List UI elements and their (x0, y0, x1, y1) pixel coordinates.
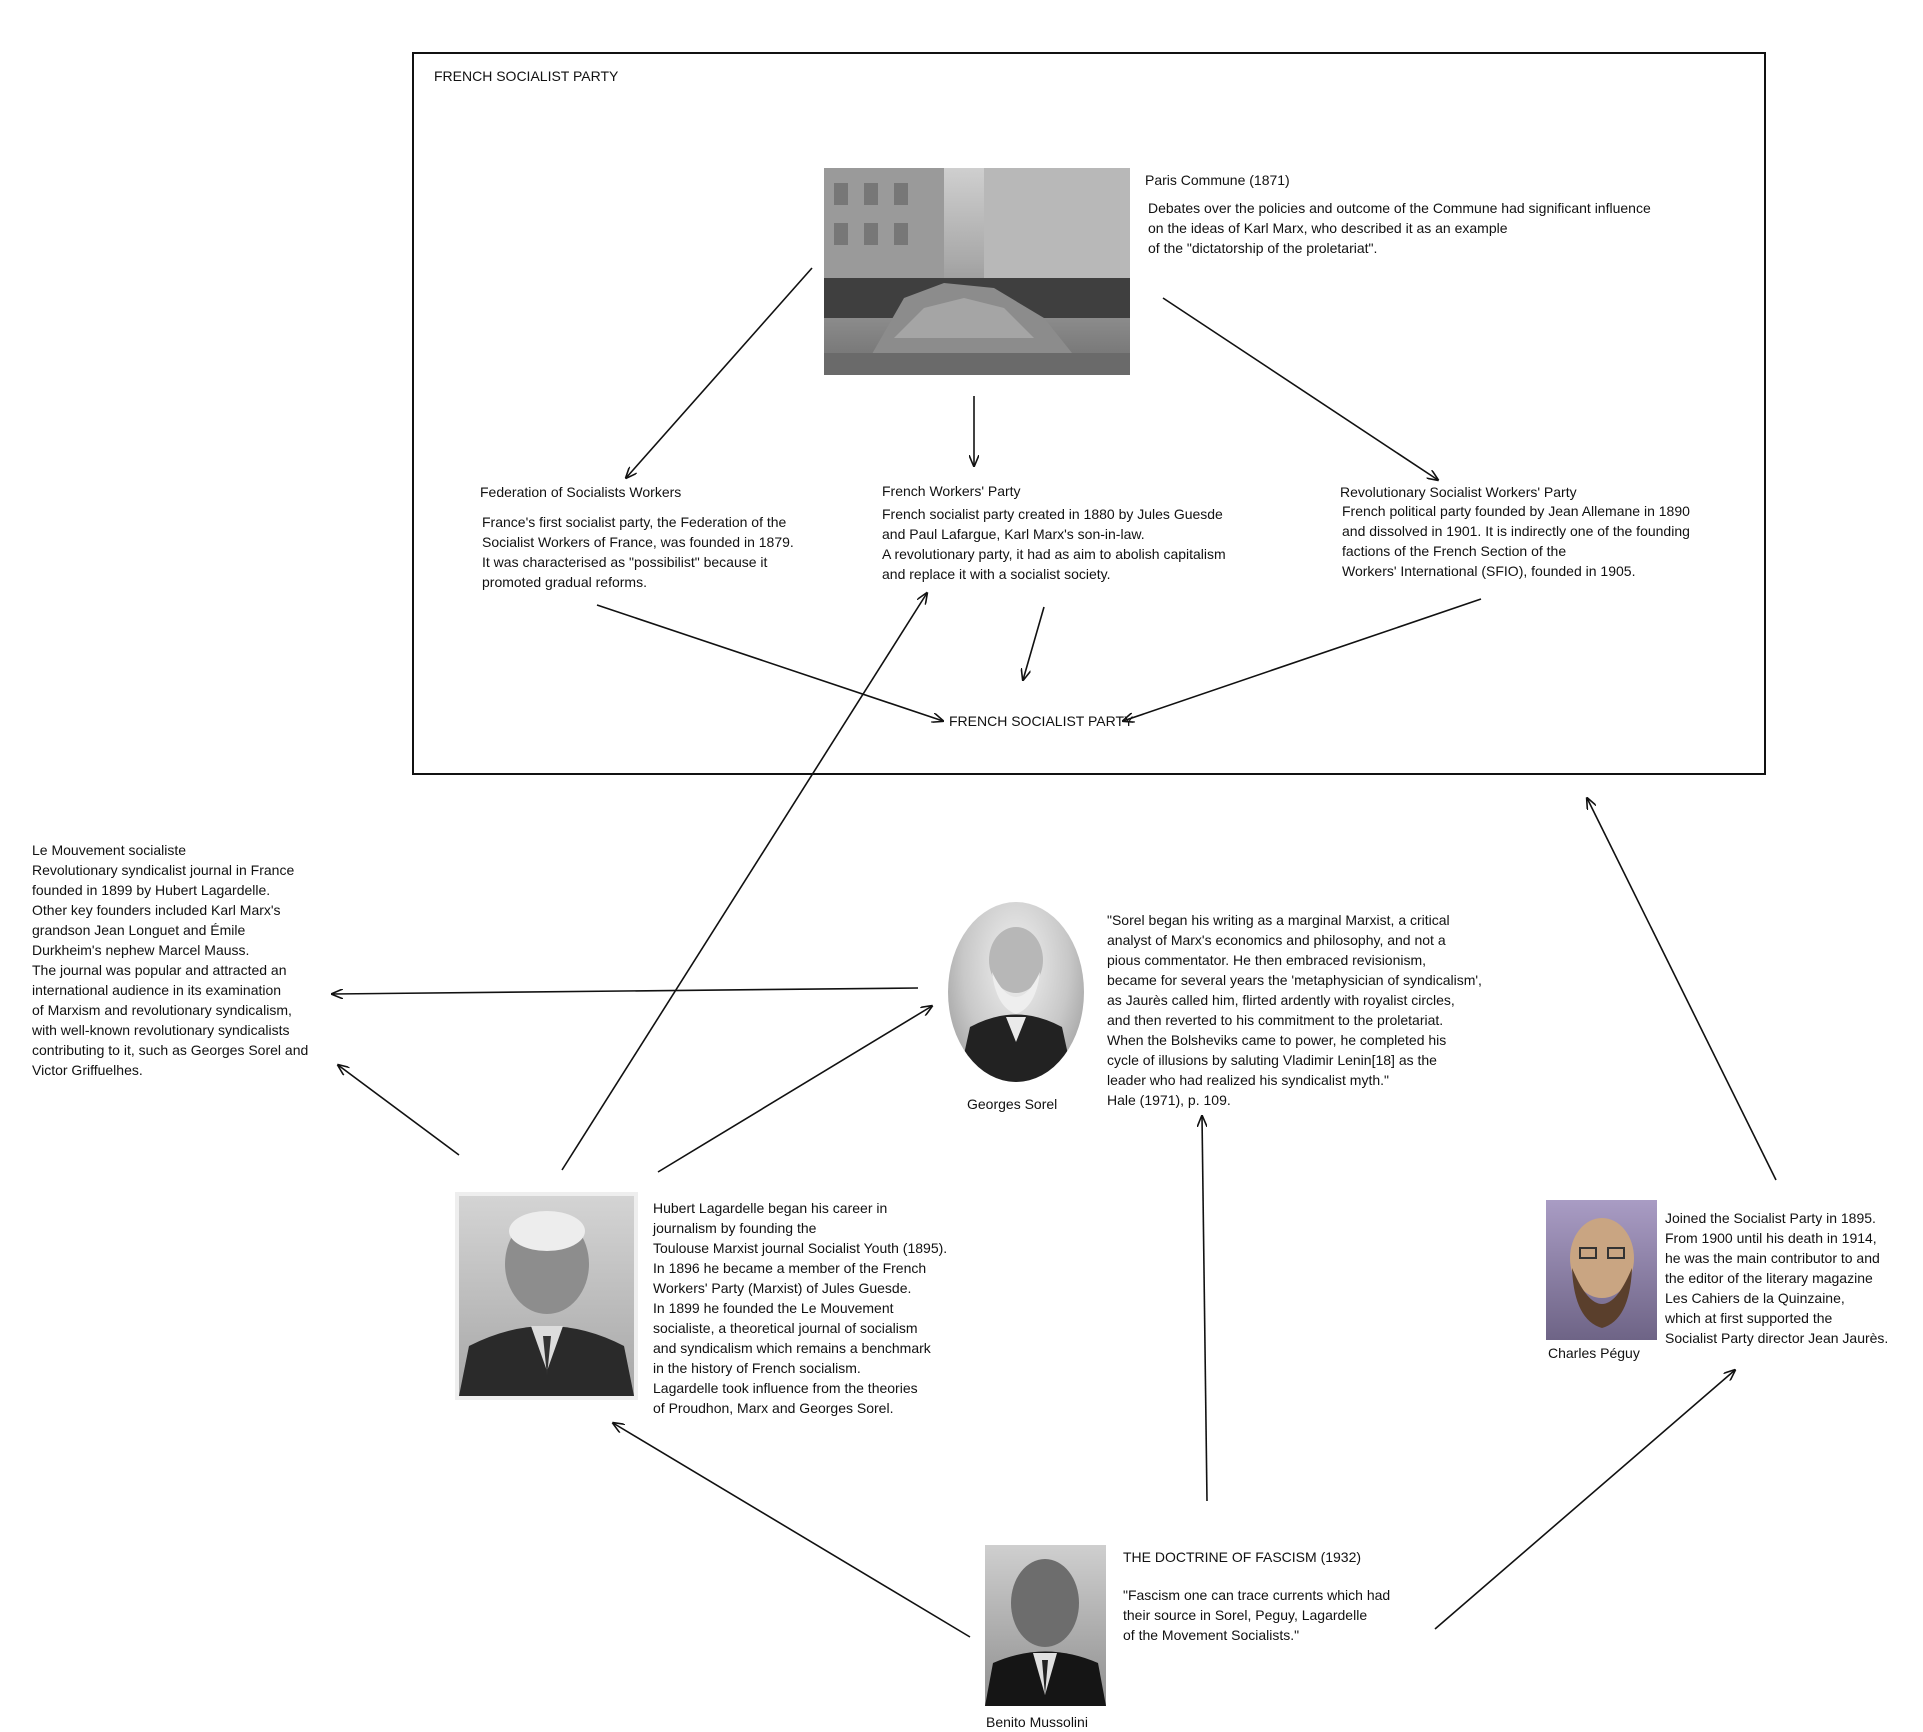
fsw-text: France's first socialist party, the Fede… (482, 514, 794, 590)
rswp-text: French political party founded by Jean A… (1342, 503, 1690, 579)
fsp-node-label: FRENCH SOCIALIST PARTY (949, 713, 1134, 729)
rswp-title: Revolutionary Socialist Workers' Party (1340, 484, 1577, 500)
georges-sorel-caption: Georges Sorel (967, 1096, 1058, 1112)
arrow-mussolini-to-lagardelle (613, 1423, 971, 1638)
benito-mussolini-portrait (985, 1545, 1106, 1706)
arrow-mussolini-to-peguy (1434, 1370, 1735, 1630)
mouvement-text: Le Mouvement socialiste Revolutionary sy… (32, 842, 309, 1078)
fwp-text: French socialist party created in 1880 b… (882, 506, 1226, 582)
arrow-lagardelle-to-sorel (657, 1006, 932, 1173)
charles-peguy-portrait (1546, 1200, 1657, 1340)
arrow-mussolini-to-sorel-quote (1202, 1116, 1208, 1502)
hubert-lagardelle-portrait (455, 1192, 638, 1400)
doctrine-quote: "Fascism one can trace currents which ha… (1123, 1587, 1391, 1643)
charles-peguy-caption: Charles Péguy (1548, 1345, 1640, 1361)
fwp-title: French Workers' Party (882, 483, 1021, 499)
paris-commune-text: Debates over the policies and outcome of… (1148, 200, 1651, 256)
arrow-peguy-to-frame (1587, 798, 1777, 1181)
paris-commune-photo (824, 168, 1130, 375)
frame-title: FRENCH SOCIALIST PARTY (434, 68, 619, 84)
lagardelle-text: Hubert Lagardelle began his career in jo… (653, 1200, 948, 1416)
benito-mussolini-caption: Benito Mussolini (986, 1714, 1088, 1730)
georges-sorel-portrait (948, 902, 1084, 1082)
fsw-title: Federation of Socialists Workers (480, 484, 682, 500)
arrow-sorel-to-mouvement (332, 987, 919, 994)
peguy-text: Joined the Socialist Party in 1895. From… (1665, 1210, 1889, 1346)
paris-commune-title: Paris Commune (1871) (1145, 172, 1290, 188)
sorel-quote: "Sorel began his writing as a marginal M… (1107, 912, 1482, 1108)
doctrine-title: THE DOCTRINE OF FASCISM (1932) (1123, 1549, 1362, 1565)
french-socialist-party-frame (412, 52, 1766, 775)
arrow-lagardelle-to-mouvement (338, 1065, 460, 1156)
